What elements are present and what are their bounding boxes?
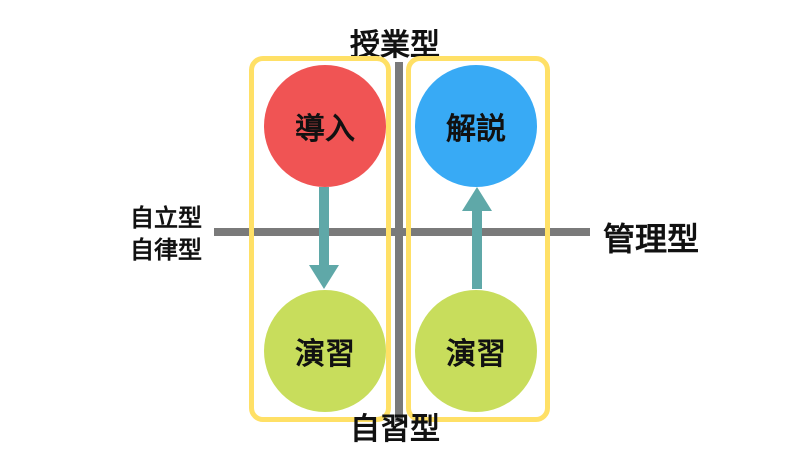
horizontal-axis: [214, 228, 590, 236]
node-explain: 解説: [415, 65, 537, 187]
node-exercise-left: 演習: [264, 290, 386, 412]
node-intro: 導入: [264, 65, 386, 187]
axis-label-right: 管理型: [603, 220, 700, 258]
axis-label-left-line-2: 自律型: [130, 236, 202, 264]
arrow-up: [462, 187, 492, 289]
axis-label-bottom: 自習型: [350, 412, 440, 447]
group-frame-right: [406, 56, 550, 422]
group-frame-left: [249, 56, 391, 422]
axis-label-left-line-1: 自立型: [130, 204, 202, 232]
vertical-axis: [395, 62, 403, 422]
arrow-down: [309, 187, 339, 289]
node-exercise-right: 演習: [415, 290, 537, 412]
axis-label-left: 自立型 自律型: [130, 202, 202, 266]
